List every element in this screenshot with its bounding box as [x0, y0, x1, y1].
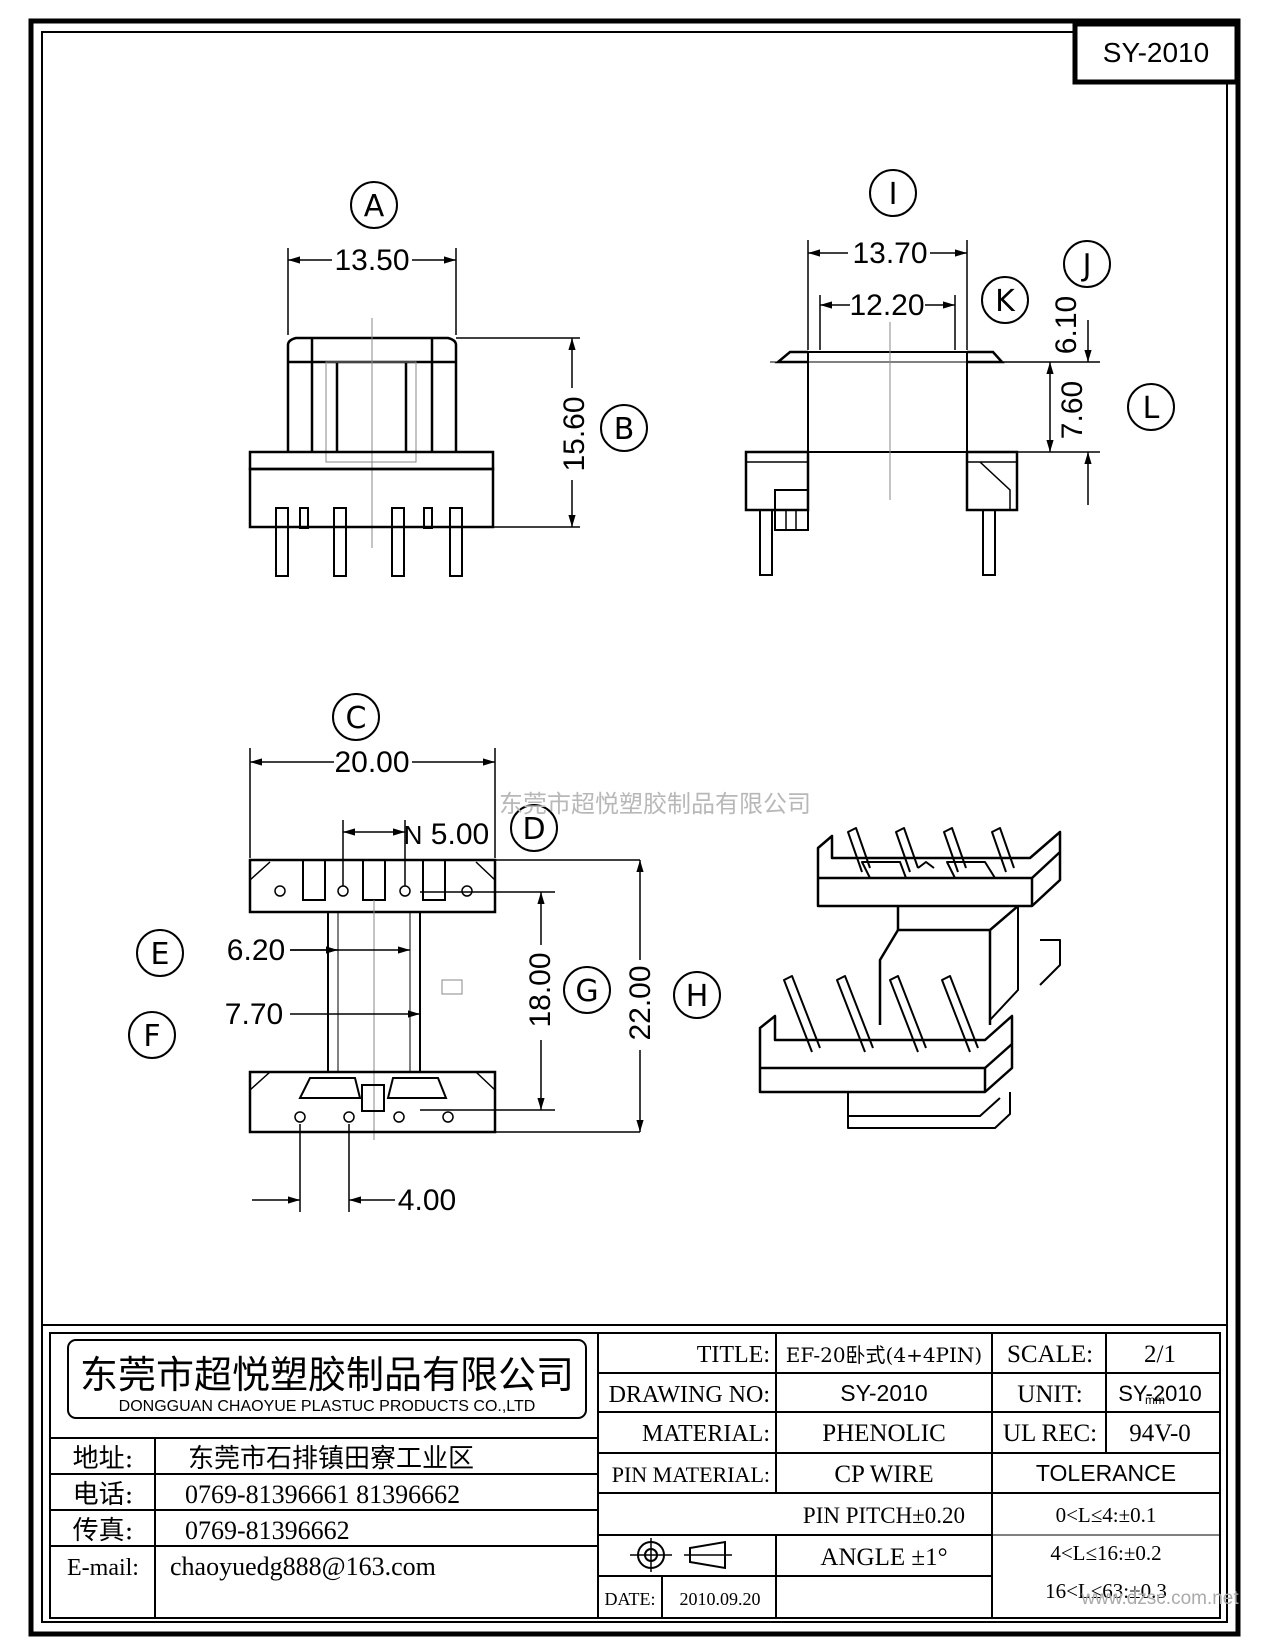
material-label: MATERIAL:: [642, 1421, 770, 1447]
tolerance-1: 0<L≤4:±0.1: [1056, 1503, 1157, 1527]
dim-g-value: 18.00: [524, 952, 557, 1027]
dim-l-value: 7.60: [1056, 381, 1089, 439]
dim-k-value: 12.20: [849, 289, 924, 322]
tolerance-2: 4<L≤16:±0.2: [1050, 1541, 1161, 1565]
fax-value: 0769-81396662: [185, 1516, 350, 1545]
unit-label: UNIT:: [1017, 1381, 1082, 1408]
callout-f: F: [143, 1019, 160, 1054]
email-label: E-mail:: [67, 1555, 139, 1581]
drawing-id: SY-2010: [1103, 37, 1209, 68]
callout-b-circle: [600, 404, 648, 452]
callout-c: C: [346, 701, 367, 736]
outer-border: [28, 18, 1241, 1637]
callout-j-circle: [1063, 240, 1111, 288]
dim-b-value: 15.60: [558, 396, 591, 471]
dim-i-value: 13.70: [852, 237, 927, 270]
pin-marker: N: [404, 820, 423, 850]
dim-c-value: 20.00: [334, 746, 409, 779]
side-view: [744, 240, 1100, 576]
phone-label: 电话:: [73, 1480, 134, 1510]
tolerance-label: TOLERANCE: [1036, 1460, 1176, 1486]
date-value: 2010.09.20: [680, 1589, 761, 1609]
pin-pitch: PIN PITCH±0.20: [803, 1503, 965, 1528]
company-name-cn: 东莞市超悦塑胶制品有限公司: [80, 1353, 574, 1397]
address-label: 地址:: [73, 1444, 134, 1474]
ul-value: 94V-0: [1129, 1420, 1191, 1447]
front-view: [248, 248, 580, 577]
callout-h: H: [686, 979, 709, 1014]
date-label: DATE:: [605, 1589, 656, 1609]
callout-i: I: [889, 177, 898, 212]
callout-g-circle: [563, 966, 611, 1014]
isometric-view: [758, 827, 1062, 1129]
dim-pin-pitch-value: 4.00: [398, 1184, 456, 1217]
callout-a: A: [364, 189, 385, 224]
company-name-en: DONGGUAN CHAOYUE PLASTUC PRODUCTS CO.,LT…: [119, 1398, 536, 1415]
phone-value: 0769-81396661 81396662: [185, 1480, 460, 1509]
callout-l-circle: [1127, 383, 1175, 431]
callout-d: D: [522, 812, 545, 847]
fax-label: 传真:: [73, 1516, 134, 1546]
callout-a-circle: [350, 181, 398, 229]
inner-border: [41, 31, 1228, 1623]
dim-e-value: 6.20: [227, 934, 285, 967]
drawing-no-label: DRAWING NO:: [609, 1382, 770, 1408]
dim-d-value: 5.00: [431, 818, 489, 851]
callout-l: L: [1143, 391, 1160, 426]
callout-e-circle: [136, 929, 184, 977]
dim-h-value: 22.00: [624, 965, 657, 1040]
address-value: 东莞市石排镇田寮工业区: [188, 1444, 474, 1474]
footer-watermark: www.dzsc.com.net: [1080, 1588, 1239, 1609]
callout-k: K: [995, 284, 1016, 319]
unit-value: SY-2010: [1118, 1381, 1202, 1406]
callout-g: G: [575, 974, 598, 1009]
callout-f-circle: [128, 1011, 176, 1059]
drawing-id-box: [1072, 21, 1240, 85]
callout-i-circle: [869, 169, 917, 217]
title-label: TITLE:: [697, 1342, 770, 1368]
pin-material-label: PIN MATERIAL:: [612, 1462, 770, 1487]
title-block: [49, 1332, 1221, 1619]
callout-e: E: [151, 937, 170, 972]
unit-small: mm: [1145, 1393, 1165, 1407]
callout-h-circle: [673, 971, 721, 1019]
angle-tolerance: ANGLE ±1°: [820, 1544, 947, 1571]
callout-b: B: [614, 412, 635, 447]
drawing-no-value: SY-2010: [840, 1380, 927, 1406]
scale-label: SCALE:: [1007, 1341, 1093, 1368]
dim-a-value: 13.50: [334, 244, 409, 277]
dim-j-value: 6.10: [1050, 296, 1083, 354]
callout-c-circle: [332, 693, 380, 741]
callout-d-circle: [510, 804, 558, 852]
callout-j: J: [1081, 248, 1092, 283]
ul-label: UL REC:: [1003, 1420, 1097, 1447]
bottom-view: [248, 748, 644, 1212]
pin-material-value: CP WIRE: [834, 1461, 933, 1488]
dim-f-value: 7.70: [225, 998, 283, 1031]
scale-value: 2/1: [1144, 1341, 1176, 1368]
email-value: chaoyuedg888@163.com: [170, 1552, 436, 1581]
material-value: PHENOLIC: [822, 1420, 946, 1447]
tolerance-3: 16<L≤63:±0.3: [1045, 1579, 1167, 1603]
watermark-text: 东莞市超悦塑胶制品有限公司: [499, 790, 811, 818]
title-value: EF-20卧式(4+4PIN): [786, 1343, 982, 1367]
callout-k-circle: [981, 276, 1029, 324]
